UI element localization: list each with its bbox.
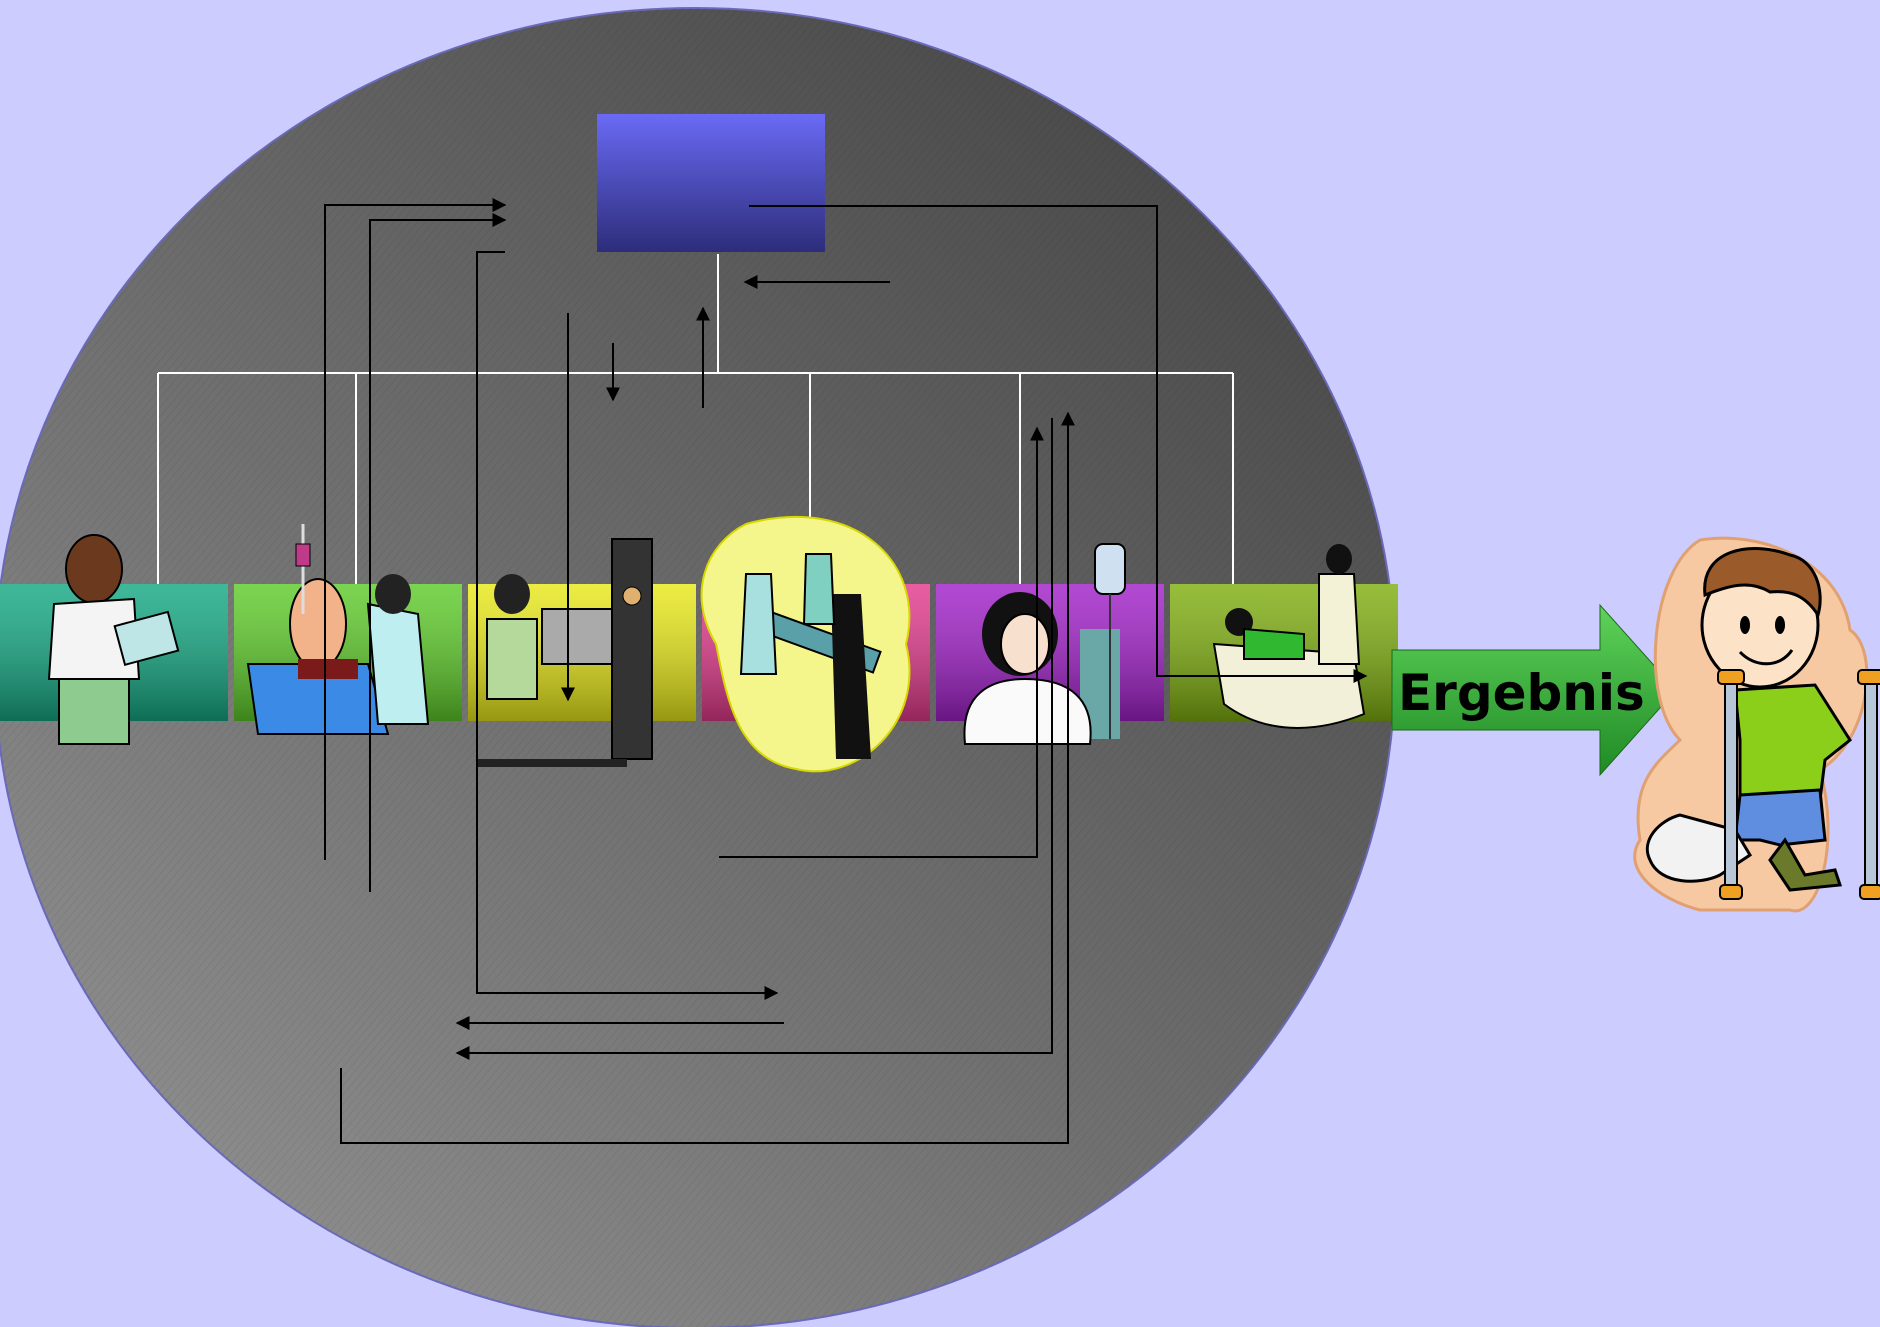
result-label: Ergebnis [1398, 664, 1645, 722]
central-box [597, 114, 825, 252]
boy-with-crutches-icon [1635, 538, 1880, 911]
